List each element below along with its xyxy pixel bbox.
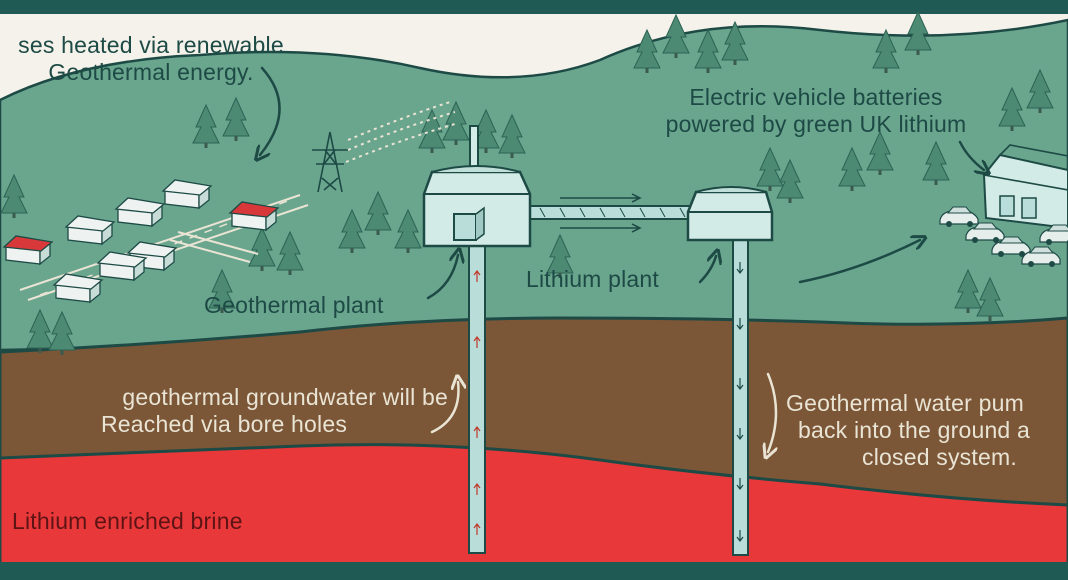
label-brine: Lithium enriched brine [12,508,243,534]
label-houses-line1: ses heated via renewable [18,32,284,58]
arrow-icon [698,256,716,284]
label-geothermal-plant: Geothermal plant [204,292,384,318]
house-icon [53,273,103,303]
label-pumped-line1: Geothermal water pum [786,390,1024,416]
label-houses-line2: Geothermal energy. [48,59,254,85]
geothermal-plant-building [422,125,532,248]
label-pumped-line2: back into the ground a [798,417,1031,443]
green-land [0,18,1068,352]
power-pylon-icon [312,131,348,193]
label-ev-line1: Electric vehicle batteries [689,84,943,110]
annotation-arrows-underground [430,372,776,452]
label-groundwater-line1: geothermal groundwater will be [122,384,448,410]
factory-icon [982,144,1068,230]
frame-bottom [0,562,1068,580]
label-lithium-plant: Lithium plant [526,266,660,292]
arrow-icon [430,382,458,434]
house-icon [3,235,53,265]
arrow-icon [768,372,776,452]
label-ev-line2: powered by green UK lithium [665,111,967,137]
arrow-icon [798,240,920,284]
label-groundwater-line2: Reached via bore holes [100,411,348,437]
brine-layer [0,443,1068,567]
arrow-icon [260,66,281,155]
house-icon [65,215,115,245]
borehole-left [468,234,486,554]
house-icon [115,197,165,227]
label-pumped-line3: closed system. [862,444,1017,470]
lithium-plant-building [686,186,774,242]
house-icon [162,179,212,209]
arrow-icon [958,140,984,170]
label-ev-batteries: Electric vehicle batteries powered by gr… [636,84,996,138]
label-pumped-back: Geothermal water pum back into the groun… [786,390,1068,471]
label-groundwater: geothermal groundwater will be Reached v… [40,384,448,438]
house-icon [229,201,279,231]
label-houses: ses heated via renewable Geothermal ener… [0,32,306,86]
arrow-icon [426,255,458,300]
borehole-right [732,224,749,556]
annotation-arrows [260,66,984,300]
power-lines [345,101,456,163]
house-icon [97,251,147,281]
